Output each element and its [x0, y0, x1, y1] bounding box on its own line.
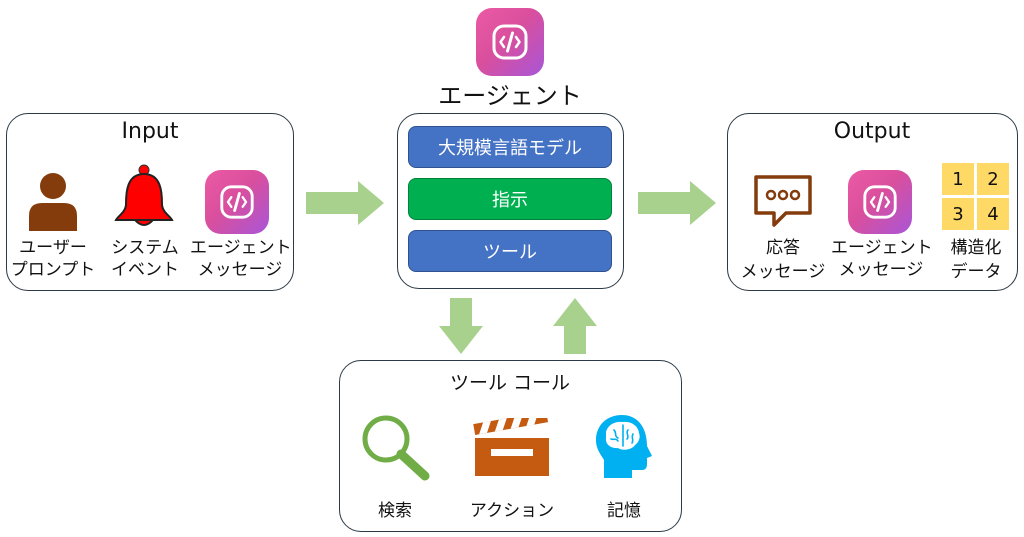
output-title: Output [833, 119, 911, 144]
output-item-response-line2: メッセージ [740, 262, 826, 282]
arrow-down-agent-to-tools [439, 298, 483, 354]
arrow-right-agent-to-output [638, 181, 716, 225]
code-icon [220, 185, 254, 219]
agent-app-icon [476, 8, 544, 76]
input-item-system-line1: システム [111, 238, 179, 258]
input-item-user-line1: ユーザー [19, 238, 87, 258]
input-title: Input [121, 119, 179, 144]
code-icon [863, 185, 897, 219]
tool-item-search: 検索 [378, 501, 412, 521]
input-item-agent-line2: メッセージ [197, 260, 283, 280]
brain-head-icon [596, 415, 652, 478]
llm-bar: 大規模言語モデル [408, 126, 612, 168]
instructions-bar: 指示 [408, 178, 612, 220]
input-item-system-line2: イベント [111, 260, 179, 280]
clapperboard-icon [473, 418, 549, 476]
output-item-agent-line2: メッセージ [838, 260, 924, 280]
chat-bubble-icon [754, 175, 812, 227]
output-item-response-line1: 応答 [766, 238, 800, 258]
tool-calls-title: ツール コール [449, 372, 571, 394]
output-item-structured-line2: データ [950, 262, 1002, 282]
grid-cell-3: 3 [942, 198, 974, 230]
arrow-right-input-to-agent [306, 181, 384, 225]
grid-cell-2: 2 [977, 163, 1009, 195]
search-icon [362, 415, 430, 481]
grid-cell-4: 4 [977, 198, 1009, 230]
input-item-agent-line1: エージェント [190, 238, 292, 258]
tool-item-action: アクション [469, 501, 555, 521]
user-icon [29, 173, 77, 231]
arrow-up-tools-to-agent [553, 298, 597, 354]
output-item-agent-line1: エージェント [831, 238, 933, 258]
output-agent-app-icon [848, 170, 912, 234]
grid-cell-1: 1 [942, 163, 974, 195]
input-item-user-line2: プロンプト [10, 260, 96, 280]
agent-title: エージェント [438, 82, 582, 110]
tool-item-memory: 記憶 [607, 501, 641, 521]
input-agent-app-icon [205, 170, 269, 234]
tools-bar: ツール [408, 230, 612, 272]
output-item-structured-line1: 構造化 [950, 238, 1002, 258]
code-icon [492, 24, 528, 60]
bell-icon [114, 164, 174, 226]
